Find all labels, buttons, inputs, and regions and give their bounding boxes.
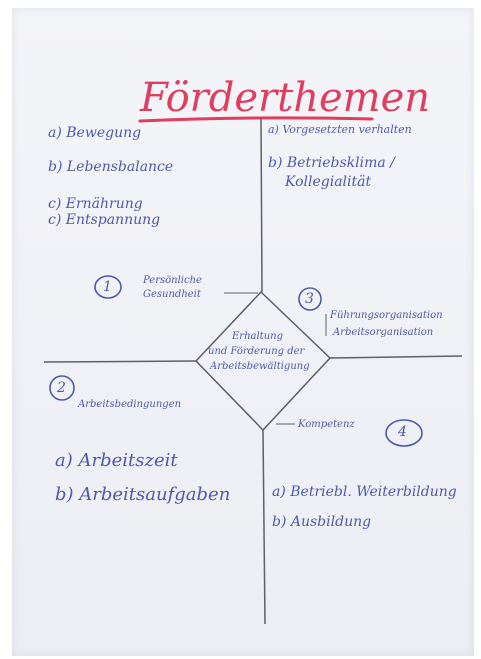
q3-number: 3 <box>305 291 314 307</box>
q4-item-a: a) Betriebl. Weiterbildung <box>272 484 457 500</box>
q4-label: Kompetenz <box>298 419 355 430</box>
q2-item-a: a) Arbeitszeit <box>55 450 178 471</box>
q1-item-b: b) Lebensbalance <box>48 159 174 175</box>
q1-item-c1: c) Ernährung <box>48 196 143 212</box>
q4-number: 4 <box>398 424 407 440</box>
circle-4 <box>385 419 423 447</box>
q1-label-line1: Persönliche <box>143 275 202 286</box>
q3-item-b-cont: Kollegialität <box>285 174 372 190</box>
circle-1 <box>94 275 122 299</box>
center-line3: Arbeitsbewältigung <box>210 361 310 372</box>
q3-label-line1: Führungsorganisation <box>330 310 443 321</box>
title-underline <box>138 116 374 123</box>
q3-item-a: a) Vorgesetzten verhalten <box>268 123 412 136</box>
q3-label-line2: Arbeitsorganisation <box>333 327 434 338</box>
page-title: Förderthemen <box>140 75 431 121</box>
circle-3 <box>298 287 322 311</box>
q1-number: 1 <box>103 279 112 295</box>
q1-label-line2: Gesundheit <box>143 289 201 300</box>
q2-number: 2 <box>57 380 66 396</box>
axis-right <box>329 355 463 359</box>
center-line2: und Förderung der <box>208 346 305 357</box>
flipchart-paper <box>12 8 474 656</box>
center-diamond <box>194 290 332 432</box>
q4-item-b: b) Ausbildung <box>272 514 372 530</box>
q2-item-b: b) Arbeitsaufgaben <box>55 484 231 505</box>
axis-left <box>43 360 197 363</box>
q1-item-a: a) Bewegung <box>48 125 142 141</box>
center-line1: Erhaltung <box>232 331 283 342</box>
q2-label: Arbeitsbedingungen <box>78 399 182 410</box>
q3-item-b: b) Betriebsklima / <box>268 155 395 171</box>
q1-item-c2: c) Entspannung <box>48 212 161 228</box>
circle-2 <box>49 375 75 401</box>
axis-top <box>260 117 263 293</box>
axis-bottom <box>262 429 266 625</box>
